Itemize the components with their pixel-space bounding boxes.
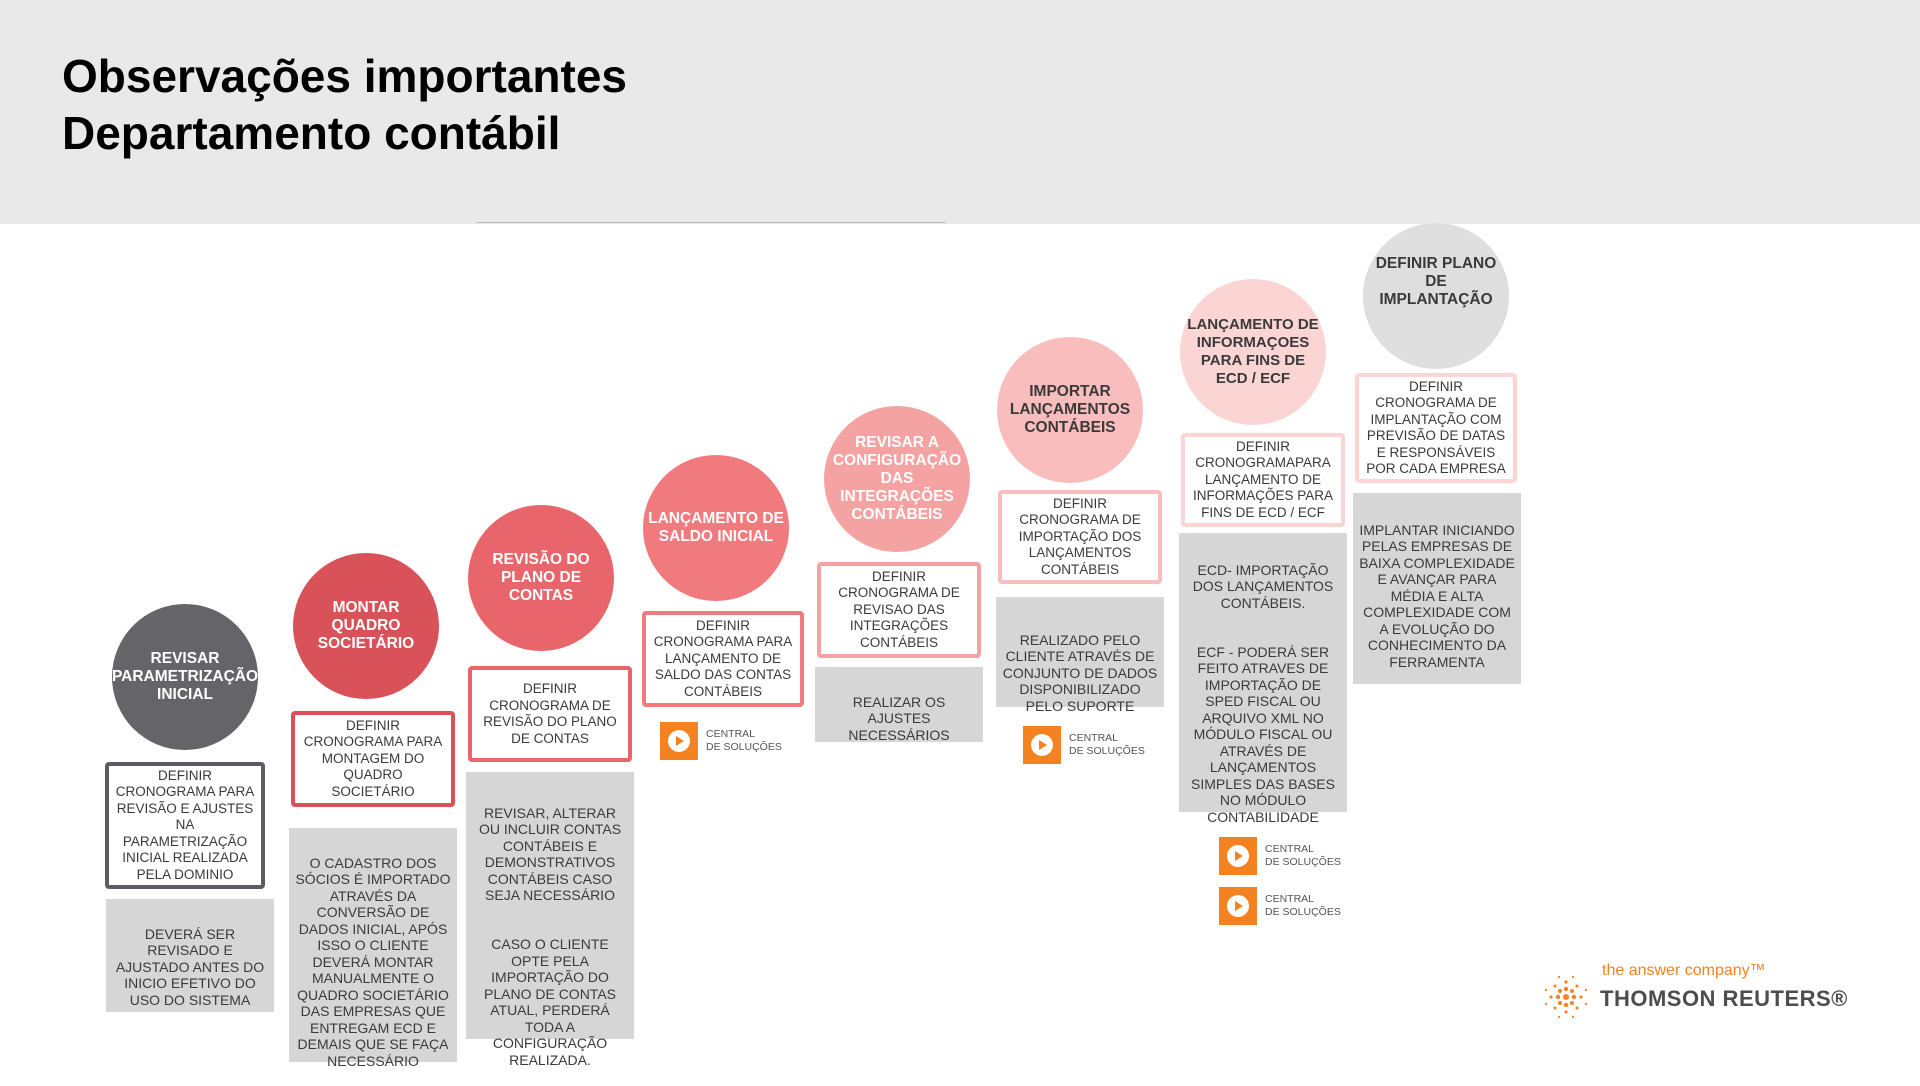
step-5-circle: REVISAR A CONFIGURAÇÃO DAS INTEGRAÇÕES C… [824, 406, 970, 552]
step-3-note-text-1: REVISAR, ALTERAR OU INCLUIR CONTAS CONTÁ… [478, 804, 622, 904]
brand-tagline: the answer company™ [1602, 962, 1766, 979]
step-2-note-text-1: O CADASTRO DOS SÓCIOS É IMPORTADO ATRAVÉ… [295, 854, 451, 1069]
step-1-box: DEFINIR CRONOGRAMA PARA REVISÃO E AJUSTE… [105, 762, 265, 889]
central-line-1: CENTRAL [1069, 732, 1119, 744]
title-line-2: Departamento contábil [62, 107, 561, 159]
step-8-note: IMPLANTAR INICIANDO PELAS EMPRESAS DE BA… [1353, 493, 1521, 684]
step-2-note: O CADASTRO DOS SÓCIOS É IMPORTADO ATRAVÉ… [289, 828, 457, 1069]
step-4-box: DEFINIR CRONOGRAMA PARA LANÇAMENTO DE SA… [642, 611, 804, 707]
play-icon [1023, 726, 1061, 764]
step-4-circle: LANÇAMENTO DE SALDO INICIAL [643, 455, 789, 601]
step-2-circle: MONTAR QUADRO SOCIETÁRIO [293, 553, 439, 699]
central-line-1: CENTRAL [1265, 893, 1315, 905]
play-icon [1219, 887, 1257, 925]
divider-line [476, 222, 946, 223]
brand-name: THOMSON REUTERS® [1600, 986, 1848, 1011]
step-5-note: REALIZAR OS AJUSTES NECESSÁRIOS [815, 667, 983, 743]
step-3-note: REVISAR, ALTERAR OU INCLUIR CONTAS CONTÁ… [466, 772, 634, 1068]
step-7-circle: LANÇAMENTO DE INFORMAÇOES PARA FINS DE E… [1180, 279, 1326, 425]
central-line-2: DE SOLUÇÕES [1265, 856, 1341, 868]
central-solucoes-step-7a[interactable]: CENTRAL DE SOLUÇÕES [1219, 837, 1341, 875]
central-solucoes-step-7b[interactable]: CENTRAL DE SOLUÇÕES [1219, 887, 1341, 925]
step-5-note-text-1: REALIZAR OS AJUSTES NECESSÁRIOS [848, 693, 950, 743]
step-3-note-text-2: CASO O CLIENTE OPTE PELA IMPORTAÇÃO DO P… [484, 936, 616, 1068]
step-7-note-text-1: ECD- IMPORTAÇÃO DOS LANÇAMENTOS CONTÁBEI… [1192, 561, 1334, 611]
play-icon [1219, 837, 1257, 875]
central-line-2: DE SOLUÇÕES [1069, 745, 1145, 757]
step-7-note-text-2: ECF - PODERÁ SER FEITO ATRAVES DE IMPORT… [1191, 643, 1335, 825]
central-solucoes-step-6[interactable]: CENTRAL DE SOLUÇÕES [1023, 726, 1145, 764]
title-line-1: Observações importantes [62, 50, 628, 102]
step-6-note: REALIZADO PELO CLIENTE ATRAVÉS DE CONJUN… [996, 597, 1164, 714]
step-8-circle: DEFINIR PLANO DE IMPLANTAÇÃO [1363, 223, 1509, 369]
step-6-box: DEFINIR CRONOGRAMA DE IMPORTAÇÃO DOS LAN… [998, 490, 1162, 584]
step-8-note-text-1: IMPLANTAR INICIANDO PELAS EMPRESAS DE BA… [1359, 521, 1515, 670]
step-1-note: DEVERÁ SER REVISADO E AJUSTADO ANTES DO … [106, 899, 274, 1012]
thomson-reuters-logo-icon [1544, 975, 1588, 1019]
step-2-box: DEFINIR CRONOGRAMA PARA MONTAGEM DO QUAD… [291, 711, 455, 807]
central-line-1: CENTRAL [1265, 843, 1315, 855]
step-7-note: ECD- IMPORTAÇÃO DOS LANÇAMENTOS CONTÁBEI… [1179, 533, 1347, 825]
step-7-box: DEFINIR CRONOGRAMAPARA LANÇAMENTO DE INF… [1181, 433, 1345, 527]
central-line-2: DE SOLUÇÕES [1265, 906, 1341, 918]
step-3-box: DEFINIR CRONOGRAMA DE REVISÃO DO PLANO D… [468, 666, 632, 762]
step-6-circle: IMPORTAR LANÇAMENTOS CONTÁBEIS [997, 337, 1143, 483]
step-3-circle: REVISÃO DO PLANO DE CONTAS [468, 505, 614, 651]
page-title: Observações importantes Departamento con… [62, 48, 627, 162]
step-1-note-text-1: DEVERÁ SER REVISADO E AJUSTADO ANTES DO … [115, 925, 265, 1008]
step-5-box: DEFINIR CRONOGRAMA DE REVISAO DAS INTEGR… [817, 562, 981, 658]
central-line-2: DE SOLUÇÕES [706, 741, 782, 753]
central-line-1: CENTRAL [706, 728, 756, 740]
step-8-box: DEFINIR CRONOGRAMA DE IMPLANTAÇÃO COM PR… [1355, 373, 1517, 483]
step-1-circle: REVISAR PARAMETRIZAÇÃO INICIAL [112, 604, 258, 750]
header-band [0, 0, 1920, 224]
step-6-note-text-1: REALIZADO PELO CLIENTE ATRAVÉS DE CONJUN… [1002, 631, 1158, 714]
play-icon [660, 722, 698, 760]
central-solucoes-step-4[interactable]: CENTRAL DE SOLUÇÕES [660, 722, 782, 760]
